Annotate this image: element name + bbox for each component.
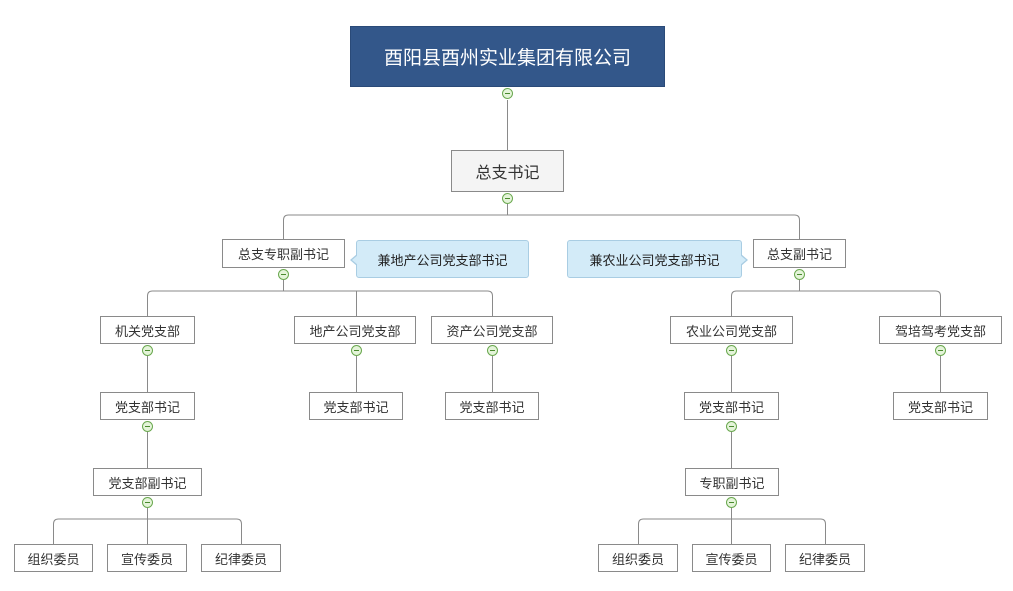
nongye-secretary-node[interactable]: 党支部书记 [684, 392, 779, 420]
jiguan-member-node[interactable]: 组织委员 [14, 544, 93, 572]
collapse-toggle-icon[interactable] [142, 421, 153, 432]
yuanpei-branch-node[interactable]: 驾培驾考党支部 [879, 316, 1002, 344]
general-secretary-node[interactable]: 总支书记 [451, 150, 564, 192]
right-deputy-note: 兼农业公司党支部书记 [567, 240, 748, 278]
collapse-toggle-icon[interactable] [487, 345, 498, 356]
zichan-branch-node[interactable]: 资产公司党支部 [431, 316, 553, 344]
jiguan-member-node[interactable]: 纪律委员 [201, 544, 281, 572]
jiguan-deputy-node[interactable]: 党支部副书记 [93, 468, 202, 496]
left-deputy-node[interactable]: 总支专职副书记 [222, 239, 345, 268]
collapse-toggle-icon[interactable] [142, 345, 153, 356]
collapse-toggle-icon[interactable] [502, 193, 513, 204]
collapse-toggle-icon[interactable] [726, 497, 737, 508]
right-deputy-node[interactable]: 总支副书记 [753, 239, 846, 268]
nongye-member-node[interactable]: 宣传委员 [692, 544, 771, 572]
nongye-member-node[interactable]: 纪律委员 [785, 544, 865, 572]
left-deputy-note: 兼地产公司党支部书记 [350, 240, 529, 278]
jiguan-member-node[interactable]: 宣传委员 [107, 544, 187, 572]
collapse-toggle-icon[interactable] [502, 88, 513, 99]
nongye-deputy-node[interactable]: 专职副书记 [685, 468, 779, 496]
nongye-branch-node[interactable]: 农业公司党支部 [670, 316, 793, 344]
collapse-toggle-icon[interactable] [935, 345, 946, 356]
collapse-toggle-icon[interactable] [142, 497, 153, 508]
collapse-toggle-icon[interactable] [726, 345, 737, 356]
dichan-secretary-node[interactable]: 党支部书记 [309, 392, 403, 420]
dichan-branch-node[interactable]: 地产公司党支部 [294, 316, 416, 344]
root-company-node[interactable]: 酉阳县酉州实业集团有限公司 [350, 26, 665, 87]
zichan-secretary-node[interactable]: 党支部书记 [445, 392, 539, 420]
jiguan-secretary-node[interactable]: 党支部书记 [100, 392, 195, 420]
nongye-member-node[interactable]: 组织委员 [598, 544, 678, 572]
collapse-toggle-icon[interactable] [794, 269, 805, 280]
yuanpei-secretary-node[interactable]: 党支部书记 [893, 392, 988, 420]
collapse-toggle-icon[interactable] [726, 421, 737, 432]
collapse-toggle-icon[interactable] [351, 345, 362, 356]
collapse-toggle-icon[interactable] [278, 269, 289, 280]
jiguan-branch-node[interactable]: 机关党支部 [100, 316, 195, 344]
